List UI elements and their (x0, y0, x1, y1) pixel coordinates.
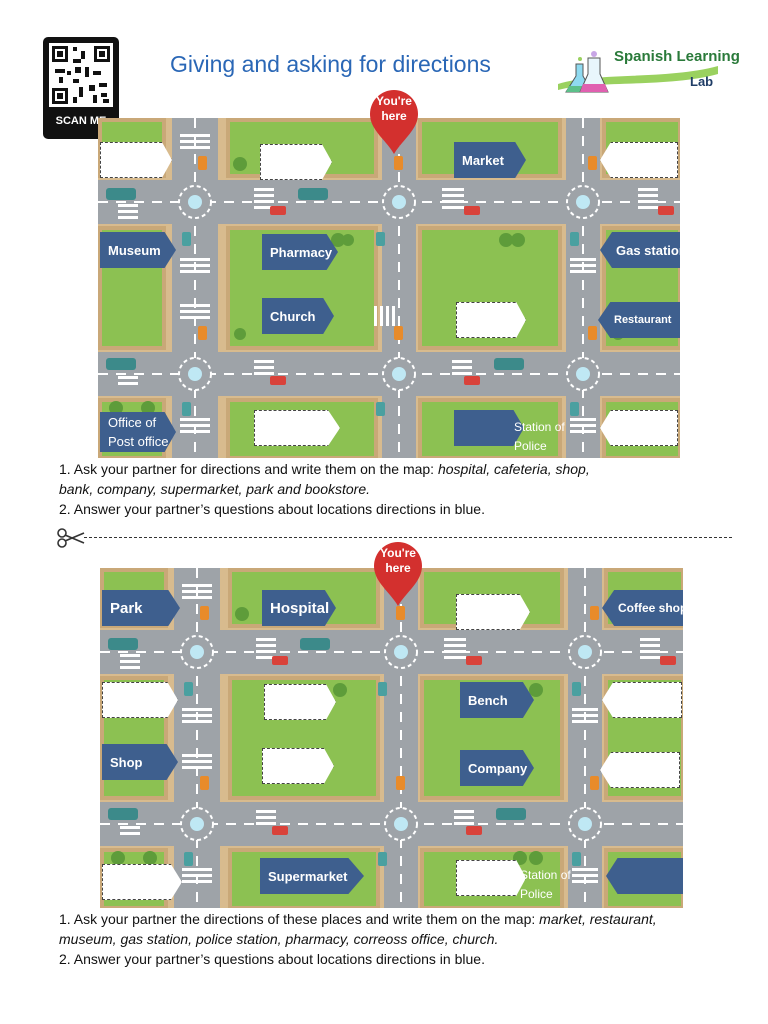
blank-label-box[interactable] (102, 864, 182, 900)
qr-code[interactable]: SCAN ME (43, 37, 119, 139)
qr-code-pattern (49, 43, 113, 107)
sign-shop: Shop (102, 744, 178, 780)
blank-label-box[interactable] (262, 748, 334, 784)
sign-park: Park (102, 590, 180, 626)
sign-police-station: Station of Police (520, 866, 571, 904)
logo-line-1: Spanish Learning (614, 48, 740, 65)
sign-gas-station: Gas station (600, 232, 680, 268)
page-title: Giving and asking for directions (170, 51, 491, 77)
sign-police-station: Station of Police (514, 418, 565, 456)
sign-police-station-box (454, 410, 524, 446)
sign-post-office-line-2: Post office (108, 434, 169, 449)
you-are-here-marker-2: You're here (370, 538, 426, 608)
map-1-streets (98, 118, 680, 458)
qr-caption: SCAN ME (55, 115, 107, 127)
sign-pharmacy: Pharmacy (262, 234, 338, 270)
blank-label-box[interactable] (254, 410, 340, 446)
cut-line (46, 528, 732, 548)
sign-police-station-line-2: Police (520, 887, 553, 901)
blank-label-box[interactable] (456, 860, 526, 896)
instruction-1-list-cont: museum, gas station, police station, pha… (59, 931, 499, 947)
instruction-1-list: hospital, cafeteria, shop, (437, 461, 590, 477)
instruction-2-text: 2. Answer your partner’s questions about… (59, 951, 485, 967)
sign-restaurant: Restaurant (598, 302, 680, 338)
instruction-1-list-cont: bank, company, supermarket, park and boo… (59, 481, 371, 497)
sign-police-station-line-1: Station of (514, 420, 565, 434)
sign-police-station-line-2: Police (514, 439, 547, 453)
city-map-1: Market Museum Pharmacy Gas station Churc… (98, 118, 680, 458)
scissors-icon (57, 528, 85, 548)
blank-label-box[interactable] (456, 594, 530, 630)
sign-unlabeled (606, 858, 683, 894)
sign-post-office-line-1: Office of (108, 415, 157, 430)
sign-post-office: Office of Post office (100, 412, 176, 452)
city-map-2: Park Hospital Coffee shop Bench Shop Com… (100, 568, 683, 908)
instructions-map-2: 1. Ask your partner the directions of th… (59, 909, 657, 969)
blank-label-box[interactable] (264, 684, 336, 720)
sign-bench: Bench (460, 682, 534, 718)
you-are-here-label: You're here (380, 546, 416, 575)
sign-company: Company (460, 750, 534, 786)
instruction-1-text: 1. Ask your partner the directions of th… (59, 911, 540, 927)
instruction-2-text: 2. Answer your partner’s questions about… (59, 501, 485, 517)
instructions-map-1: 1. Ask your partner for directions and w… (59, 459, 590, 519)
blank-label-box[interactable] (600, 410, 678, 446)
sign-supermarket: Supermarket (260, 858, 364, 894)
sign-police-station-line-1: Station of (520, 868, 571, 882)
map-2-streets (100, 568, 683, 908)
blank-label-box[interactable] (602, 682, 682, 718)
sign-market: Market (454, 142, 526, 178)
blank-label-box[interactable] (260, 144, 332, 180)
you-are-here-label: You're here (376, 94, 412, 123)
blank-label-box[interactable] (600, 142, 678, 178)
instruction-1-list: market, restaurant, (539, 911, 657, 927)
you-are-here-marker-1: You're here (366, 86, 422, 156)
sign-hospital: Hospital (262, 590, 336, 626)
sign-museum: Museum (100, 232, 176, 268)
blank-label-box[interactable] (102, 682, 178, 718)
sign-coffee-shop: Coffee shop (602, 590, 683, 626)
instruction-1-text: 1. Ask your partner for directions and w… (59, 461, 438, 477)
blank-label-box[interactable] (600, 752, 680, 788)
blank-label-box[interactable] (456, 302, 526, 338)
blank-label-box[interactable] (100, 142, 172, 178)
sign-church: Church (262, 298, 334, 334)
logo-line-2: Lab (690, 74, 714, 89)
spanish-learning-lab-logo: Spanish Learning Lab (556, 44, 740, 96)
